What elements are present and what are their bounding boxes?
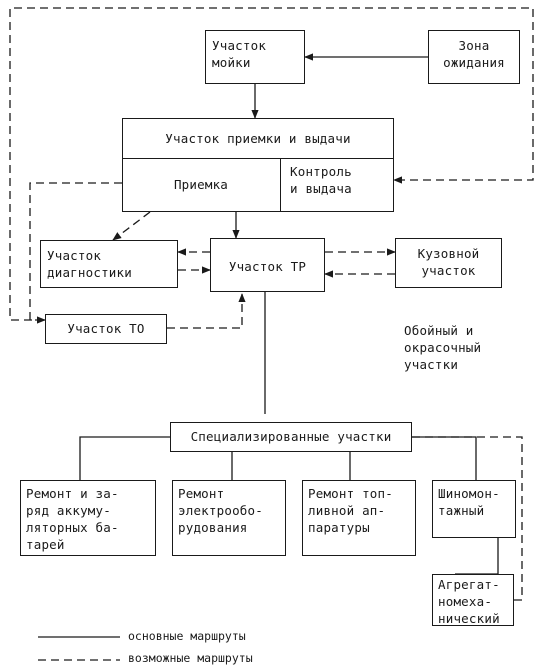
route-tire-aggregate (455, 538, 499, 575)
electrical-label: Ремонт электрообо- рудования (178, 486, 263, 535)
reception-label: Приемка (173, 177, 229, 192)
upholstery-paint-label: Обойный и окрасочный участки (404, 323, 482, 372)
route-spec-branch-tire (412, 436, 477, 480)
route-spec-branch-battery (79, 436, 170, 480)
legend-main-label: основные маршруты (128, 629, 246, 643)
body-box (395, 238, 502, 288)
diagnostics-box (40, 240, 178, 288)
reception-issue-split (280, 158, 281, 212)
specialized-box (170, 422, 412, 452)
electrical-box (172, 480, 286, 556)
washing-box (205, 30, 305, 84)
fuel-box (302, 480, 416, 556)
tr-box (210, 238, 325, 292)
battery-box (20, 480, 156, 556)
tire-label: Шиномон- тажный (438, 486, 500, 518)
route-spec-branch-aggregate (412, 436, 523, 601)
route-outer-loop (9, 7, 534, 321)
specialized-label: Специализированные участки (190, 429, 392, 444)
reception-issue-divider (122, 158, 394, 159)
control-issue-label: Контроль и выдача (290, 164, 352, 196)
waiting-box (428, 30, 520, 84)
to-box (45, 314, 167, 344)
tire-box (432, 480, 516, 538)
battery-label: Ремонт и за- ряд аккуму- ляторных ба- та… (26, 486, 119, 552)
waiting-label: Зона ожидания (443, 38, 505, 70)
reception-issue-box (122, 118, 394, 212)
route-reception-to (29, 182, 122, 324)
route-reception-diagnostics (112, 211, 151, 241)
washing-label: Участок мойки (212, 38, 267, 70)
fuel-label: Ремонт топ- ливной ап- паратуры (308, 486, 393, 535)
diagnostics-label: Участок диагностики (47, 248, 132, 280)
aggregate-label: Агрегат- номеха- нический (438, 577, 500, 626)
route-to-tr (167, 293, 246, 329)
aggregate-box (432, 574, 514, 626)
to-label: Участок ТО (67, 321, 145, 336)
reception-issue-label: Участок приемки и выдачи (165, 131, 351, 146)
body-label: Кузовной участок (417, 246, 480, 278)
legend-possible-label: возможные маршруты (128, 651, 253, 665)
tr-label: Участок ТР (228, 259, 307, 274)
